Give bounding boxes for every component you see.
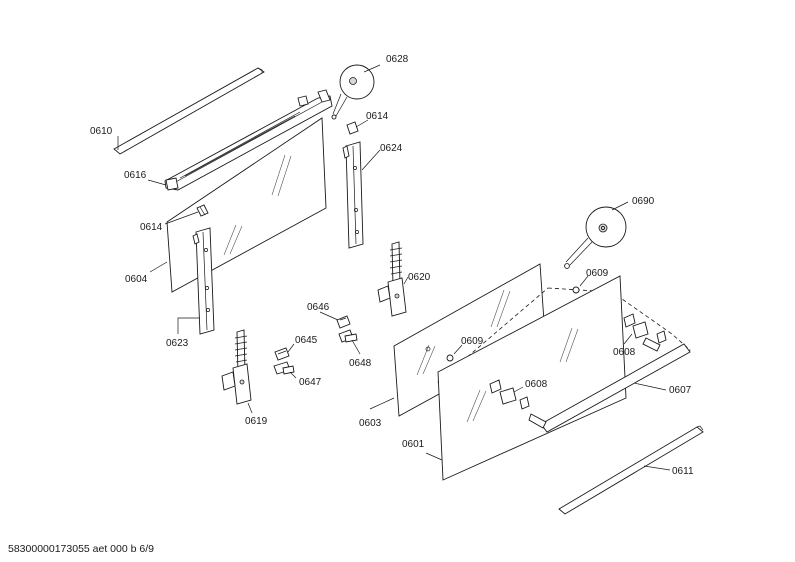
leader-0645: [287, 343, 295, 353]
part-0614-clip-left[interactable]: [196, 204, 209, 217]
part-0647-small-part[interactable]: [273, 361, 295, 375]
part-0614-clip-right[interactable]: [346, 121, 359, 135]
part-0646-lock-part[interactable]: [336, 315, 351, 329]
part-0628-detail-circle[interactable]: [331, 64, 375, 120]
label-0611: 0611: [672, 466, 694, 477]
label-0614b: 0614: [366, 111, 389, 122]
label-0645: 0645: [295, 335, 318, 346]
leader-0601: [425, 452, 443, 461]
leader-0619: [247, 402, 253, 414]
part-0611-bottom-trim[interactable]: [558, 425, 704, 515]
label-0690: 0690: [632, 196, 655, 207]
leader-0609a: [579, 275, 589, 287]
leader-0608b: [513, 386, 524, 393]
label-0647: 0647: [299, 377, 322, 388]
leader-0609b: [453, 344, 463, 355]
label-0608a: 0608: [613, 347, 636, 358]
part-0624-right-hinge-bracket[interactable]: [342, 141, 364, 249]
leader-0646: [319, 311, 339, 321]
part-0601-outer-door-glass[interactable]: [437, 275, 627, 481]
part-0609-cap-left[interactable]: [446, 354, 454, 362]
label-0609a: 0609: [586, 268, 609, 279]
leader-0624: [361, 149, 381, 171]
part-0616-upper-frame[interactable]: [164, 89, 333, 191]
label-0619: 0619: [245, 416, 268, 427]
label-0609b: 0609: [461, 336, 484, 347]
label-0604: 0604: [125, 274, 148, 285]
leader-0614a: [164, 211, 199, 225]
leader-0628: [363, 64, 381, 73]
label-0620: 0620: [408, 272, 431, 283]
label-0607: 0607: [669, 385, 692, 396]
part-0607-door-handle[interactable]: [528, 337, 691, 433]
label-0610: 0610: [90, 126, 113, 137]
leader-0604: [149, 261, 168, 273]
label-0646: 0646: [307, 302, 330, 313]
part-0690-detail-circle[interactable]: [564, 206, 627, 269]
leader-0608a: [623, 333, 633, 345]
part-0623-left-hinge-bracket[interactable]: [192, 227, 215, 335]
label-0648: 0648: [349, 358, 372, 369]
label-0614a: 0614: [140, 222, 163, 233]
part-0610-trim-strip[interactable]: [113, 67, 265, 155]
label-0623: 0623: [166, 338, 189, 349]
label-0603: 0603: [359, 418, 382, 429]
leader-0616: [147, 179, 167, 186]
leader-0614b: [355, 119, 369, 128]
document-reference: 58300000173055 aet 000 b 6/9: [8, 543, 154, 555]
leader-0647: [289, 371, 297, 379]
label-0616: 0616: [124, 170, 147, 181]
part-0608-block-left[interactable]: [489, 379, 530, 410]
leader-0611: [643, 465, 671, 471]
part-0645-small-part[interactable]: [274, 347, 290, 361]
leader-0620: [403, 276, 409, 285]
part-0619-left-hinge-spring[interactable]: [221, 329, 252, 405]
part-0620-right-hinge-spring[interactable]: [377, 241, 407, 317]
leader-0690: [611, 201, 629, 211]
label-0624: 0624: [380, 143, 403, 154]
part-0608-block-right[interactable]: [623, 313, 667, 344]
label-0608b: 0608: [525, 379, 548, 390]
leader-0648: [351, 339, 361, 355]
label-0628: 0628: [386, 54, 409, 65]
label-0601: 0601: [402, 439, 425, 450]
leader-0607: [633, 382, 667, 391]
leader-0603: [369, 397, 395, 410]
part-0609-cap-right[interactable]: [572, 286, 580, 294]
part-0648-latch-part[interactable]: [338, 329, 358, 343]
leader-0623: [177, 317, 200, 334]
